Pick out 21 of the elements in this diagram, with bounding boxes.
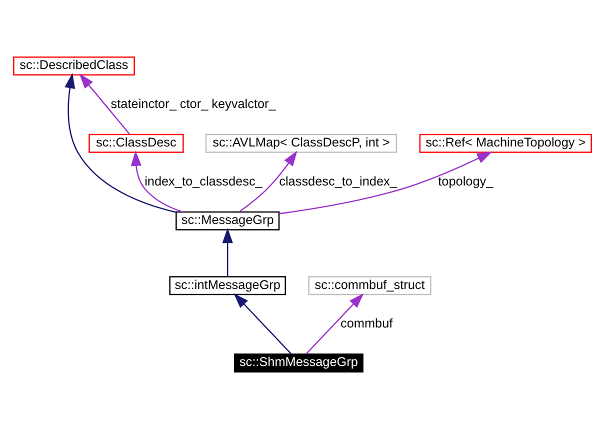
node-box: sc::MessageGrp — [176, 210, 280, 230]
node-box: sc::intMessageGrp — [169, 276, 286, 295]
node-box: sc::ClassDesc — [88, 133, 184, 152]
node-box: sc::AVLMap< ClassDescP, int > — [205, 133, 398, 152]
node-box: sc::commbuf_struct — [308, 276, 432, 295]
node-box: sc::Ref< MachineTopology > — [419, 133, 592, 152]
edge-label: index_to_classdesc_ — [144, 174, 262, 188]
arrow — [238, 150, 298, 212]
node-box: sc::ShmMessageGrp — [234, 353, 364, 372]
arrow — [130, 150, 183, 212]
arrow — [279, 151, 492, 214]
arrow — [79, 72, 130, 134]
edge-label: stateinctor_ ctor_ keyvalctor_ — [110, 96, 276, 110]
edge-label: topology_ — [438, 174, 494, 188]
edge-label: commbuf — [340, 316, 393, 330]
arrow — [234, 292, 292, 354]
arrow — [222, 227, 233, 276]
arrow — [306, 292, 364, 354]
edge-label: classdesc_to_index_ — [279, 174, 397, 188]
arrow — [64, 72, 176, 212]
node-box: sc::DescribedClass — [13, 56, 135, 75]
